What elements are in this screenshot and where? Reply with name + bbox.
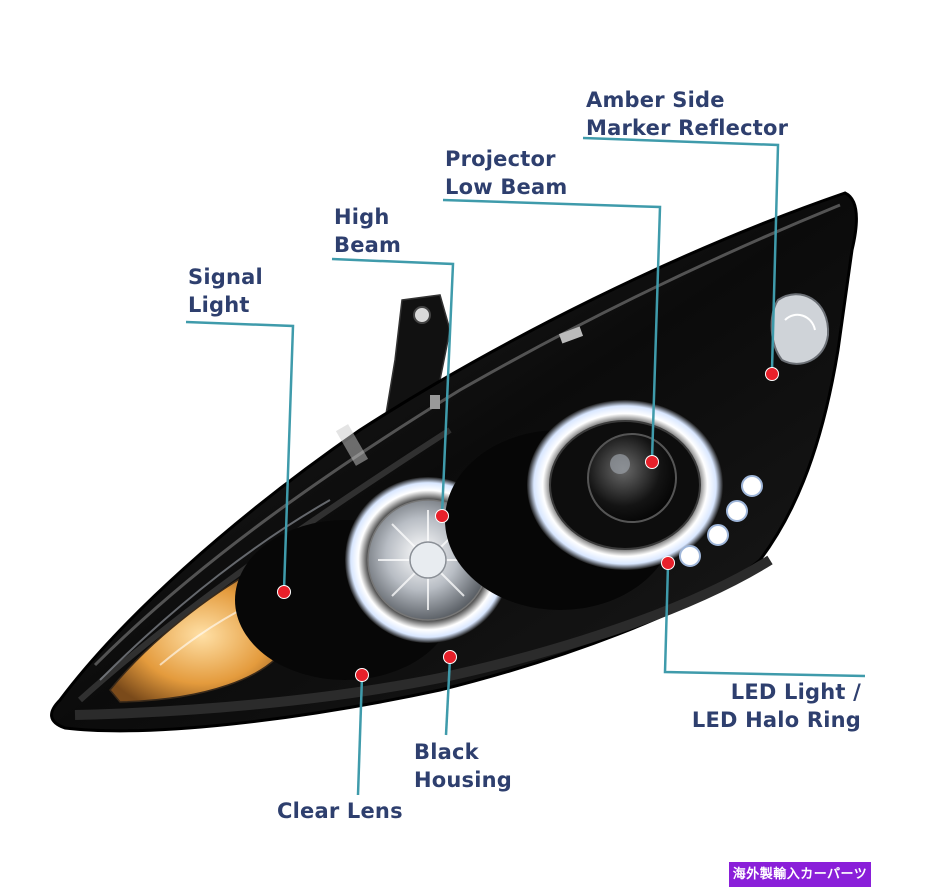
label-signal-light: Signal Light [188,265,263,317]
leader-projector-low-beam [442,198,662,461]
label-clear-lens: Clear Lens [277,799,403,823]
leader-signal-light [185,320,295,591]
label-projector-low-beam: Projector Low Beam [445,147,568,199]
label-high-beam: High Beam [334,205,402,257]
dot-clear-lens [355,668,369,682]
label-led-light: LED Light / LED Halo Ring [691,680,861,732]
leader-clear-lens [356,675,364,796]
projector-lens [587,433,677,523]
side-marker-reflector [770,293,830,365]
leader-lines [185,136,866,796]
leader-high-beam [331,257,455,516]
dot-black-housing [443,650,457,664]
marker-dots [277,367,779,682]
leader-amber-side-marker [582,136,780,371]
leader-led-light [663,564,866,678]
dot-led-light [661,556,675,570]
dot-high-beam [435,509,449,523]
dot-amber-side-marker [765,367,779,381]
led-dot-row [679,475,763,567]
dot-projector-low-beam [645,455,659,469]
dot-signal-light [277,585,291,599]
leader-black-housing [444,657,452,736]
label-amber-side-marker: Amber Side Marker Reflector [586,88,789,140]
label-black-housing: Black Housing [414,740,513,792]
headlight-assembly [50,191,858,733]
watermark-badge: 海外製輸入カーパーツ [729,862,871,887]
